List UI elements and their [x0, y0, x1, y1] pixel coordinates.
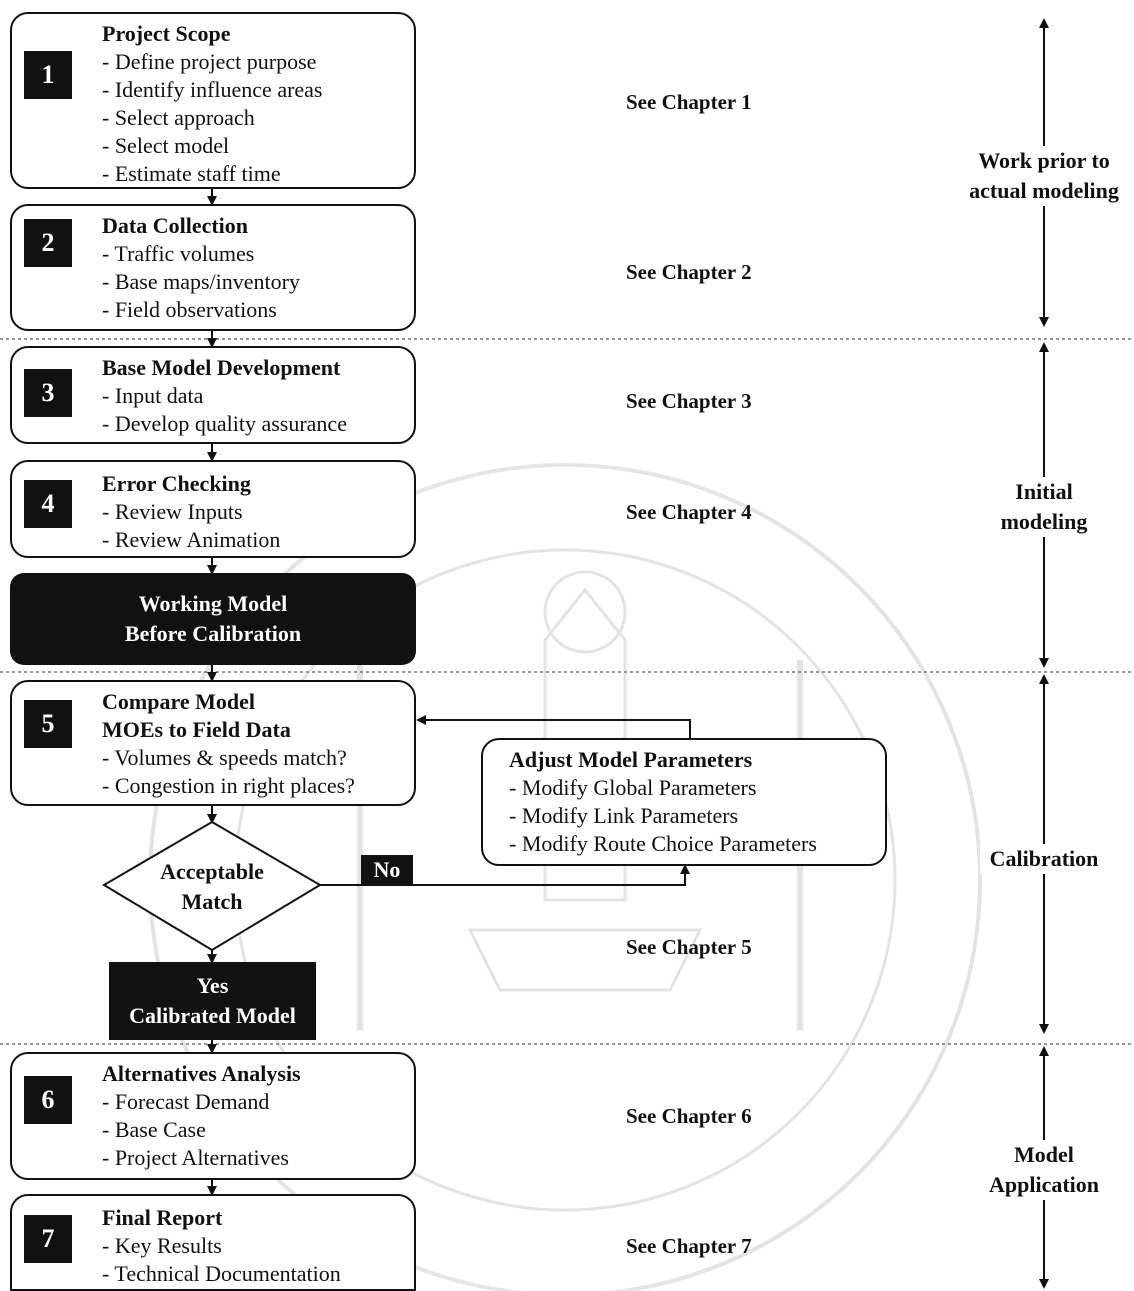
- chapter-ref-4: See Chapter 4: [626, 500, 752, 524]
- step-number: 4: [24, 480, 72, 528]
- step-number: 2: [24, 219, 72, 267]
- step-item: - Field observations: [102, 297, 277, 322]
- step-item: - Input data: [102, 383, 204, 408]
- calibrated-line: Calibrated Model: [129, 1003, 296, 1028]
- phase-label-initial-modeling: Initial modeling: [994, 477, 1094, 537]
- step-item: - Estimate staff time: [102, 161, 281, 186]
- step-number: 5: [24, 700, 72, 748]
- step-2-box: 2 Data Collection - Traffic volumes - Ba…: [10, 204, 416, 331]
- phase-label-prior-work: Work prior to actual modeling: [954, 146, 1134, 206]
- adjust-item: - Modify Global Parameters: [509, 775, 757, 800]
- step-number: 1: [24, 51, 72, 99]
- step-item: - Project Alternatives: [102, 1145, 289, 1170]
- step-4-box: 4 Error Checking - Review Inputs - Revie…: [10, 460, 416, 558]
- phase-line: Application: [988, 1172, 1100, 1197]
- step-title: Project Scope: [102, 21, 231, 46]
- step-1-box: 1 Project Scope - Define project purpose…: [10, 12, 416, 189]
- step-5-box: 5 Compare Model MOEs to Field Data - Vol…: [10, 680, 416, 806]
- step-title: MOEs to Field Data: [102, 717, 291, 742]
- step-item: - Volumes & speeds match?: [102, 745, 347, 770]
- adjust-parameters-box: Adjust Model Parameters - Modify Global …: [481, 738, 887, 866]
- step-6-box: 6 Alternatives Analysis - Forecast Deman…: [10, 1052, 416, 1180]
- adjust-title: Adjust Model Parameters: [509, 747, 753, 772]
- calibrated-model-box: Yes Calibrated Model: [109, 962, 316, 1040]
- step-item: - Key Results: [102, 1233, 222, 1258]
- step-title: Data Collection: [102, 213, 249, 238]
- decision-diamond: [102, 820, 322, 952]
- phase-label-calibration: Calibration: [980, 844, 1108, 874]
- step-item: - Define project purpose: [102, 49, 317, 74]
- chapter-ref-2: See Chapter 2: [626, 260, 752, 284]
- step-item: - Congestion in right places?: [102, 773, 355, 798]
- step-title: Compare Model: [102, 689, 255, 714]
- decision-line: Acceptable: [160, 859, 264, 884]
- adjust-item: - Modify Link Parameters: [509, 803, 739, 828]
- step-title: Alternatives Analysis: [102, 1061, 301, 1086]
- step-title: Base Model Development: [102, 355, 341, 380]
- step-item: - Review Animation: [102, 527, 281, 552]
- step-item: - Base Case: [102, 1117, 206, 1142]
- chapter-ref-1: See Chapter 1: [626, 90, 752, 114]
- step-item: - Develop quality assurance: [102, 411, 347, 436]
- decision-line: Match: [181, 889, 243, 914]
- calibrated-line: Yes: [196, 973, 229, 998]
- step-item: - Forecast Demand: [102, 1089, 270, 1114]
- chapter-ref-6: See Chapter 6: [626, 1104, 752, 1128]
- step-item: - Review Inputs: [102, 499, 243, 524]
- step-item: - Base maps/inventory: [102, 269, 300, 294]
- phase-line: actual modeling: [969, 178, 1119, 203]
- working-model-line: Before Calibration: [124, 621, 302, 646]
- phase-line: Calibration: [989, 846, 1099, 871]
- decision-label: Acceptable Match: [122, 857, 302, 917]
- step-number: 3: [24, 369, 72, 417]
- step-7-box: 7 Final Report - Key Results - Technical…: [10, 1194, 416, 1291]
- step-item: - Select approach: [102, 105, 255, 130]
- phase-line: Model: [1014, 1142, 1074, 1167]
- step-item: - Technical Documentation: [102, 1261, 341, 1286]
- chapter-ref-3: See Chapter 3: [626, 389, 752, 413]
- step-3-box: 3 Base Model Development - Input data - …: [10, 346, 416, 444]
- working-model-box: Working Model Before Calibration: [10, 573, 416, 665]
- step-item: - Traffic volumes: [102, 241, 255, 266]
- step-title: Error Checking: [102, 471, 251, 496]
- step-item: - Identify influence areas: [102, 77, 323, 102]
- step-number: 7: [24, 1215, 72, 1263]
- adjust-item: - Modify Route Choice Parameters: [509, 831, 817, 856]
- step-number: 6: [24, 1076, 72, 1124]
- working-model-line: Working Model: [138, 591, 288, 616]
- phase-line: Initial: [1015, 479, 1073, 504]
- phase-label-model-application: Model Application: [980, 1140, 1108, 1200]
- no-label: No: [361, 855, 413, 885]
- phase-line: Work prior to: [978, 148, 1110, 173]
- flow-arrows: [207, 189, 691, 1196]
- chapter-ref-7: See Chapter 7: [626, 1234, 752, 1258]
- step-title: Final Report: [102, 1205, 223, 1230]
- step-item: - Select model: [102, 133, 230, 158]
- phase-line: modeling: [1000, 509, 1088, 534]
- chapter-ref-5: See Chapter 5: [626, 935, 752, 959]
